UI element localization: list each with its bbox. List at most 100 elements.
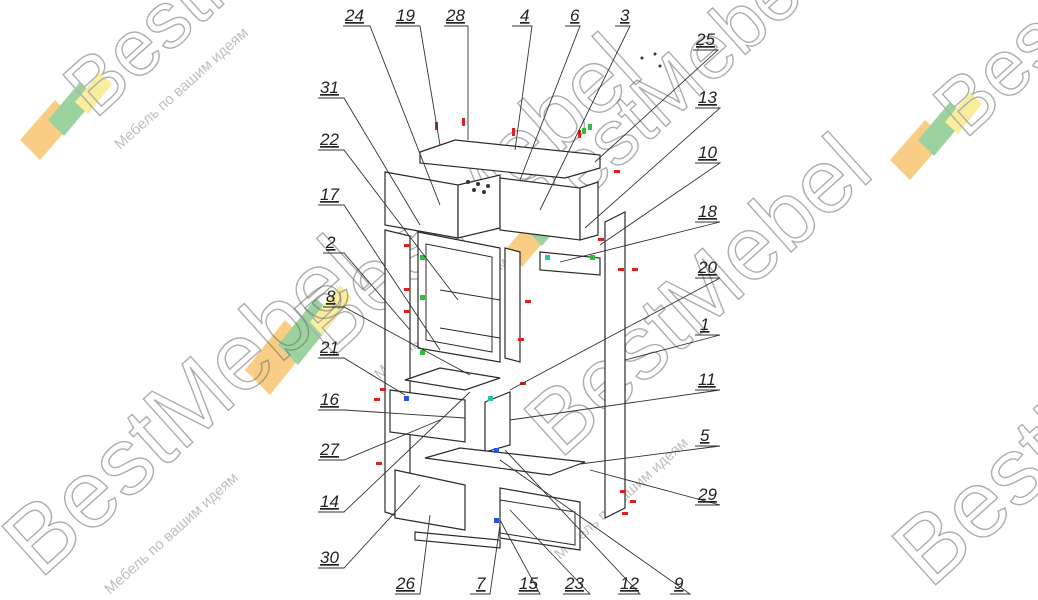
leader-line [624, 334, 721, 361]
leader-line [539, 25, 631, 211]
part-right-small-shelf [539, 251, 601, 276]
part-center-divider [504, 247, 521, 363]
fitting-marker [582, 128, 586, 134]
leader-line [470, 524, 501, 595]
fitting-marker [598, 238, 604, 241]
leader-line [589, 469, 721, 506]
fitting-marker [488, 396, 493, 401]
part-label-17: 17 [320, 185, 339, 204]
fitting-marker [494, 448, 499, 453]
part-lower-drawer-front [499, 487, 581, 551]
part-mirror-door [417, 231, 501, 363]
fitting-marker [482, 190, 486, 194]
part-label-3: 3 [620, 6, 630, 25]
leader-line [599, 162, 722, 246]
part-upper-right-box-side [579, 181, 599, 241]
fitting-marker [620, 490, 626, 493]
part-mirror-shelf [439, 289, 501, 301]
fitting-marker [640, 56, 644, 60]
leader-line [318, 419, 441, 461]
logo-mark-yellow [945, 92, 982, 134]
part-label-15: 15 [519, 574, 538, 593]
part-plinth [414, 531, 501, 549]
part-label-6: 6 [570, 6, 580, 25]
leader-line [512, 25, 533, 151]
part-label-30: 30 [320, 548, 339, 567]
leader-line [318, 97, 421, 226]
fitting-marker [466, 180, 470, 184]
leader-line [395, 514, 431, 595]
fitting-marker [512, 128, 515, 136]
part-right-side-panel [604, 211, 626, 519]
leader-line [323, 252, 411, 331]
part-top-panel [419, 139, 601, 179]
part-lower-drawer-box [499, 499, 576, 546]
fitting-marker [404, 288, 410, 291]
part-label-22: 22 [319, 130, 339, 149]
fitting-marker [653, 52, 657, 56]
part-label-10: 10 [698, 143, 717, 162]
leader-line [323, 306, 471, 376]
leader-line [584, 107, 722, 229]
fitting-marker [588, 124, 592, 130]
fitting-marker [590, 255, 595, 260]
fitting-marker [420, 255, 425, 260]
fitting-marker [472, 188, 476, 192]
fitting-marker [376, 462, 382, 465]
part-label-29: 29 [697, 485, 717, 504]
part-number-labels: 24 19 28 4 6 3 25 31 13 10 22 18 17 2 20… [319, 6, 717, 593]
leader-line [318, 357, 406, 396]
part-lower-door [394, 469, 466, 531]
fitting-marker [404, 244, 410, 247]
leader-line [594, 49, 720, 163]
fitting-marker [380, 388, 386, 391]
part-label-4: 4 [520, 6, 529, 25]
part-label-16: 16 [320, 390, 339, 409]
watermark-logo-top-right: BestMebel [890, 0, 1038, 180]
leader-line [395, 25, 441, 146]
fitting-marker [578, 130, 581, 138]
leader-line [343, 25, 441, 206]
part-label-25: 25 [695, 30, 715, 49]
cabinet-exploded-view [374, 52, 662, 551]
leader-line [499, 459, 692, 595]
part-label-27: 27 [319, 440, 339, 459]
watermark-logo-bottom-right: BestMebel [872, 226, 1038, 600]
part-mirror-inner [425, 243, 493, 353]
part-label-20: 20 [697, 258, 717, 277]
fitting-marker [476, 182, 480, 186]
part-label-5: 5 [700, 426, 710, 445]
leader-line [509, 277, 721, 391]
leader-lines [318, 25, 722, 595]
leader-line [499, 519, 541, 595]
fitting-marker [632, 268, 638, 271]
fitting-marker [618, 268, 624, 271]
part-label-24: 24 [344, 6, 364, 25]
part-label-19: 19 [396, 6, 415, 25]
leader-line [444, 25, 469, 140]
leader-line [318, 149, 459, 301]
part-label-13: 13 [698, 88, 717, 107]
part-label-26: 26 [395, 574, 415, 593]
part-drawer-side [484, 391, 511, 453]
part-label-2: 2 [325, 233, 336, 252]
fitting-marker [518, 338, 524, 341]
part-label-7: 7 [476, 574, 486, 593]
leader-line [318, 391, 471, 513]
fitting-marker [404, 310, 410, 313]
fitting-marker [374, 398, 380, 401]
part-drawer-front [389, 389, 466, 443]
part-label-18: 18 [698, 202, 717, 221]
fitting-marker [525, 300, 531, 303]
leader-line [509, 389, 721, 421]
leader-line [519, 25, 581, 181]
fitting-marker [486, 184, 490, 188]
logo-mark-yellow [75, 72, 112, 114]
part-label-11: 11 [698, 370, 716, 389]
leader-line [509, 509, 592, 595]
fitting-marker [545, 255, 550, 260]
part-drawer-top [404, 367, 501, 391]
part-label-1: 1 [700, 315, 709, 334]
watermark-brand: BestMebel [873, 226, 1038, 600]
fitting-marker [494, 518, 499, 523]
